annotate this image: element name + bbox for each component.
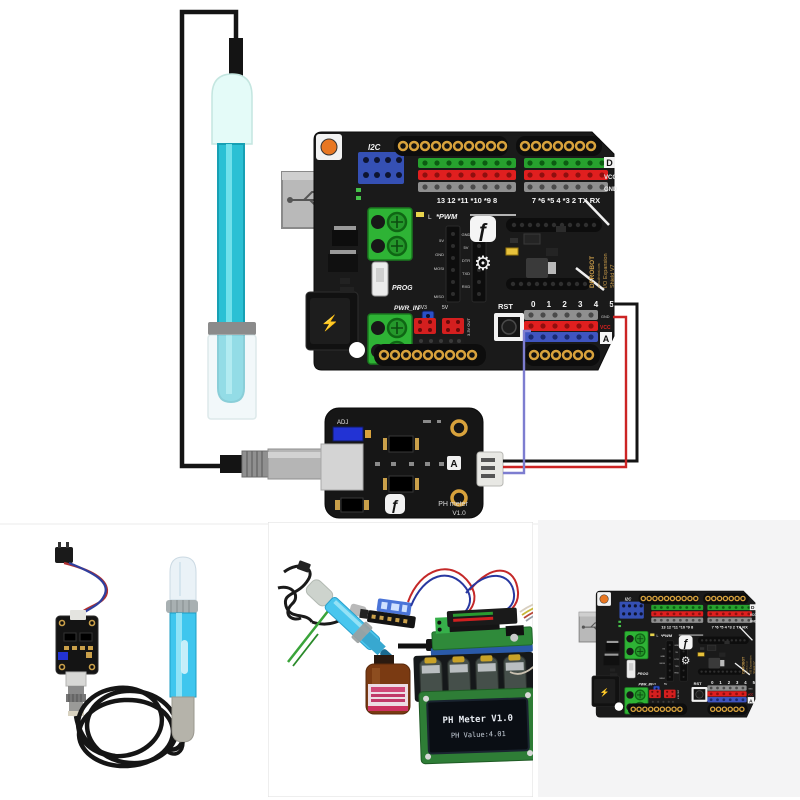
panel-background	[0, 527, 263, 793]
probe-cable-stub	[229, 38, 243, 76]
adjust-potentiometer	[332, 426, 371, 442]
jst-connector	[476, 451, 504, 487]
dfrobot-logo-icon: ƒ	[385, 494, 405, 514]
smd-ics	[335, 420, 444, 513]
ph-meter-board: ADJ A	[320, 407, 504, 519]
svg-text:ƒ: ƒ	[391, 497, 399, 514]
mounting-hole	[450, 489, 468, 507]
green-stick	[292, 633, 319, 667]
kit-photo	[55, 542, 198, 769]
cable-plug	[296, 560, 311, 573]
battery-pack	[413, 651, 533, 702]
ph-probe-photo	[166, 556, 198, 756]
arduino-stack	[430, 607, 533, 657]
ph-board-photo	[55, 610, 99, 675]
lcd-line2: PH Value:4.01	[451, 730, 506, 740]
gallery-panel-kit-photo	[0, 527, 263, 793]
wiring-diagram: ADJ A	[179, 9, 639, 519]
bnc-receptacle	[320, 443, 364, 491]
wire-red	[503, 315, 628, 469]
probe-storage-bottle	[207, 322, 257, 420]
wire-black	[503, 302, 639, 463]
arduino-shield-small	[578, 590, 759, 718]
gallery-panel-project-photo: PH Meter V1.0 PH Value:4.01	[268, 522, 533, 797]
mounting-hole	[450, 419, 468, 437]
probe-glass-highlight	[226, 144, 232, 394]
svg-text:A: A	[450, 459, 457, 470]
gallery-panel-shield-photo	[538, 520, 800, 797]
lcd-module: PH Meter V1.0 PH Value:4.01	[418, 687, 533, 765]
lcd-line1: PH Meter V1.0	[442, 714, 513, 726]
sensor-boards	[359, 598, 416, 629]
adj-label: ADJ	[337, 420, 348, 426]
analog-marker: A	[447, 456, 461, 470]
ph-board-version: V1.0	[452, 510, 466, 517]
lcd-screen	[426, 697, 530, 755]
bnc-connector	[220, 448, 327, 480]
probe-cap	[211, 73, 253, 145]
ph-probe-diagonal	[305, 579, 394, 663]
ribbon-cable	[509, 603, 533, 675]
project-photo: PH Meter V1.0 PH Value:4.01	[277, 560, 533, 765]
green-stick	[287, 605, 333, 663]
probe-cable	[179, 9, 239, 469]
calibration-bottle	[365, 655, 411, 715]
bnc-connector-photo	[65, 671, 87, 716]
ph-board-name: PH meter	[438, 501, 468, 508]
wire-blue	[503, 329, 531, 475]
wire-connector	[55, 547, 73, 563]
arduino-shield-large	[280, 130, 620, 372]
